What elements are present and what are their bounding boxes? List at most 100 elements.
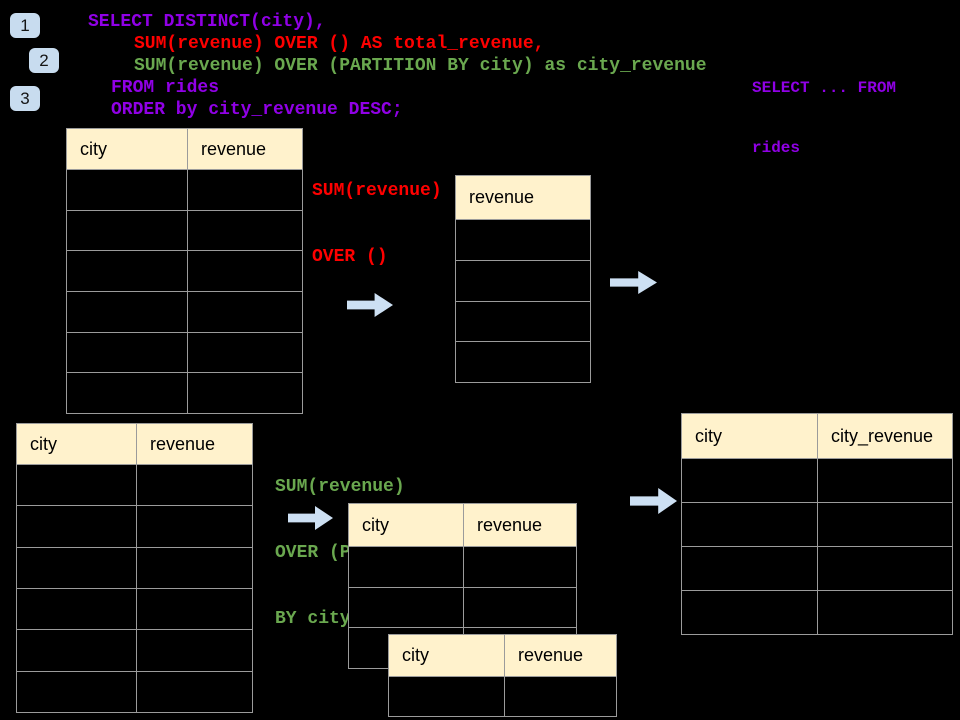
- table-header-row: city revenue: [349, 504, 576, 546]
- sql-line-order-by: ORDER by city_revenue DESC;: [111, 100, 403, 120]
- table-cell: [67, 292, 187, 332]
- table-cell: [817, 591, 952, 634]
- sql-line-sum-over-total: SUM(revenue) OVER () AS total_revenue,: [134, 34, 545, 54]
- table-cell: [682, 547, 817, 590]
- sql-line-from: FROM rides: [111, 78, 220, 98]
- table-cell: [456, 302, 590, 342]
- table-row: [682, 546, 952, 590]
- side-note-select-from-rides: SELECT ... FROM rides: [752, 38, 896, 198]
- table-partition-group-front: city revenue: [388, 634, 617, 717]
- table-cell: [187, 332, 302, 373]
- table-cell: [187, 170, 302, 210]
- table-cell: [136, 588, 252, 630]
- table-row: [456, 300, 590, 342]
- table-row: [17, 629, 252, 671]
- table-row: [389, 676, 616, 716]
- table-row: [682, 458, 952, 502]
- table-row: [67, 250, 302, 292]
- table-cell: [817, 547, 952, 590]
- annotation-sum-over-total: SUM(revenue) OVER (): [312, 136, 442, 312]
- table-city-revenue-result: city city_revenue: [681, 413, 953, 635]
- table-row: [456, 219, 590, 260]
- table-cell: [349, 547, 463, 587]
- table-header-row: city revenue: [389, 635, 616, 676]
- table-cell: [136, 506, 252, 547]
- annotation-line: SUM(revenue): [275, 477, 405, 497]
- table-cell: [67, 333, 187, 373]
- column-header-city: city: [362, 514, 389, 535]
- step-badge-1: 1: [10, 13, 40, 38]
- sql-line-sum-over-partition: SUM(revenue) OVER (PARTITION BY city) as…: [134, 56, 707, 76]
- table-cell: [17, 630, 136, 670]
- column-header-city: city: [695, 425, 722, 446]
- table-cell: [456, 220, 590, 260]
- column-header-revenue: revenue: [463, 504, 576, 546]
- step-badge-2: 2: [29, 48, 59, 73]
- column-header-revenue: revenue: [469, 187, 535, 207]
- column-header-city: city: [80, 138, 107, 159]
- table-cell: [463, 587, 576, 628]
- table-cell: [682, 591, 817, 634]
- column-header-revenue: revenue: [504, 635, 616, 676]
- column-header-revenue: revenue: [187, 129, 302, 169]
- table-cell: [136, 671, 252, 712]
- table-header-row: city revenue: [67, 129, 302, 169]
- table-row: [17, 464, 252, 506]
- table-cell: [17, 506, 136, 546]
- sql-line-select: SELECT DISTINCT(city),: [88, 12, 326, 32]
- table-row: [67, 209, 302, 251]
- table-cell: [17, 548, 136, 588]
- table-row: [67, 291, 302, 332]
- table-header-row: revenue: [456, 176, 590, 219]
- table-cell: [136, 465, 252, 506]
- table-cell: [187, 373, 302, 414]
- table-total-revenue-result: revenue: [455, 175, 591, 383]
- column-header-city: city: [402, 645, 429, 665]
- table-cell: [817, 503, 952, 546]
- table-cell: [389, 677, 504, 716]
- table-cell: [817, 459, 952, 502]
- table-cell: [682, 503, 817, 546]
- table-row: [682, 590, 952, 634]
- table-row: [349, 546, 576, 587]
- column-header-city-revenue: city_revenue: [817, 414, 952, 458]
- arrow-right-icon: [630, 488, 677, 514]
- table-partition-source: city revenue: [16, 423, 253, 713]
- table-cell: [17, 589, 136, 629]
- table-row: [349, 586, 576, 628]
- table-row: [67, 169, 302, 210]
- table-cell: [187, 292, 302, 332]
- side-note-line-1: SELECT ... FROM: [752, 79, 897, 97]
- table-row: [17, 546, 252, 588]
- table-cell: [187, 210, 302, 251]
- column-header-revenue: revenue: [136, 424, 252, 464]
- table-cell: [136, 630, 252, 671]
- table-row: [67, 331, 302, 373]
- table-cell: [67, 251, 187, 291]
- table-cell: [67, 373, 187, 413]
- table-row: [456, 259, 590, 301]
- column-header-city: city: [30, 433, 57, 454]
- table-cell: [17, 465, 136, 505]
- annotation-line: BY city): [275, 609, 362, 629]
- table-cell: [187, 251, 302, 292]
- table-header-row: city revenue: [17, 424, 252, 464]
- table-source-rides: city revenue: [66, 128, 303, 414]
- table-row: [456, 341, 590, 382]
- table-cell: [682, 459, 817, 502]
- table-row: [67, 372, 302, 414]
- table-cell: [456, 261, 590, 301]
- table-cell: [67, 211, 187, 251]
- side-note-line-2: rides: [752, 139, 801, 157]
- arrow-right-icon: [610, 271, 657, 294]
- table-row: [682, 502, 952, 546]
- table-cell: [504, 677, 616, 716]
- table-header-row: city city_revenue: [682, 414, 952, 458]
- annotation-line: OVER (): [312, 247, 388, 267]
- table-row: [17, 505, 252, 547]
- table-row: [17, 587, 252, 630]
- table-cell: [456, 342, 590, 382]
- table-cell: [349, 588, 463, 628]
- annotation-line: SUM(revenue): [312, 181, 442, 201]
